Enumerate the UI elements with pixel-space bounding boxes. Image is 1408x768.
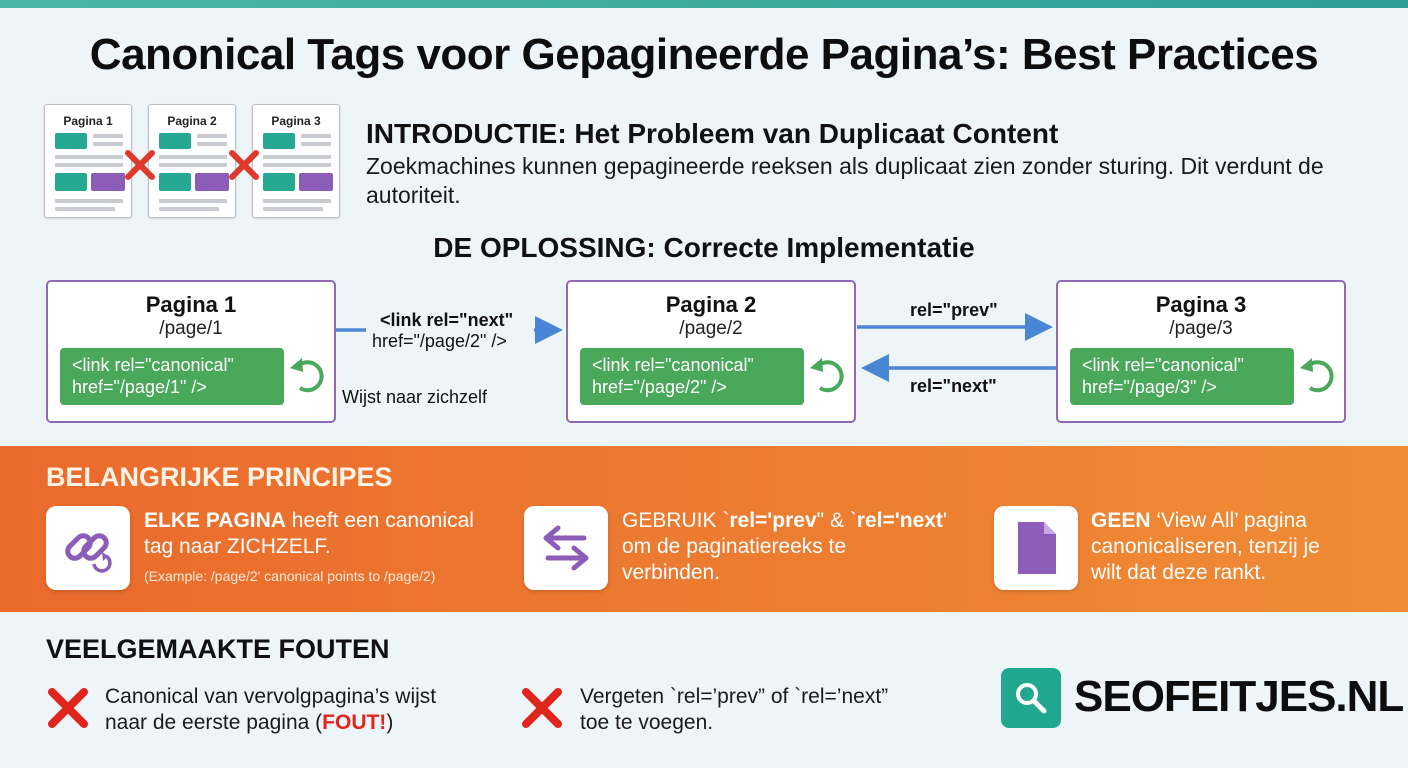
page-box-title: Pagina 3 <box>1155 292 1247 317</box>
principle-text-2: GEBRUIK `rel='prev" & `rel='next' om de … <box>622 508 947 586</box>
brand-name: SEOFEITJES.NL <box>1074 672 1404 721</box>
canonical-line-2: href="/page/1" /> <box>72 377 207 397</box>
principle-bold: GEEN <box>1091 509 1151 532</box>
canonical-line-1: <link rel="canonical" <box>1082 355 1244 375</box>
swap-arrows-icon <box>543 525 589 571</box>
page-box-path: /page/2 <box>679 318 743 339</box>
self-reference-arrow-icon <box>290 358 324 393</box>
page-box-title: Pagina 1 <box>145 292 237 317</box>
error-label: FOUT! <box>322 711 387 734</box>
doc-label: Pagina 3 <box>271 114 321 128</box>
principle-text-3: GEEN ‘View All’ pagina canonicaliseren, … <box>1091 508 1320 586</box>
page-title: Canonical Tags voor Gepagineerde Pagina’… <box>89 30 1319 79</box>
mistake-line: toe te voegen. <box>580 711 714 734</box>
document-icon <box>1018 522 1056 574</box>
link-next-line-2: href="/page/2" /> <box>372 331 507 351</box>
duplicate-x-icon <box>125 150 155 180</box>
page-box-1: Pagina 1 /page/1 <link rel="canonical" h… <box>46 280 336 423</box>
principles-heading: BELANGRIJKE PRINCIPES <box>46 462 393 492</box>
intro-text: Zoekmachines kunnen gepagineerde reeksen… <box>366 153 1324 208</box>
duplicate-x-icon <box>229 150 259 180</box>
top-accent-bar <box>0 0 1408 8</box>
self-reference-arrow-icon <box>1300 358 1334 393</box>
mistake-segment: ) <box>386 711 394 734</box>
principle-segment: " & ` <box>816 509 857 532</box>
mistake-text-2: Vergeten `rel=’prev” of `rel=’next” toe … <box>580 684 888 736</box>
rel-next-label: rel="next" <box>910 376 997 396</box>
search-icon <box>1016 683 1047 714</box>
solution-heading: DE OPLOSSING: Correcte Implementatie <box>433 232 975 263</box>
link-next-line-1: <link rel="next" <box>380 310 514 330</box>
mistakes-heading: VEELGEMAAKTE FOUTEN <box>46 634 390 664</box>
canonical-line-2: href="/page/3" /> <box>1082 377 1217 397</box>
principle-line: heeft een canonical <box>285 509 474 532</box>
principle-tile <box>524 506 608 590</box>
page-box-3: Pagina 3 /page/3 <link rel="canonical" h… <box>1056 280 1346 423</box>
principle-line: ‘View All’ pagina <box>1150 509 1307 532</box>
link-icon <box>65 533 112 573</box>
doc-label: Pagina 1 <box>63 114 113 128</box>
error-x-icon <box>522 688 562 728</box>
principle-bold: rel='next <box>856 509 943 532</box>
principle-text-1: ELKE PAGINA heeft een canonical tag naar… <box>144 508 474 560</box>
rel-prev-label: rel="prev" <box>910 300 998 320</box>
self-reference-arrow-icon <box>810 358 844 393</box>
intro-heading: INTRODUCTIE: Het Probleem van Duplicaat … <box>366 118 1059 149</box>
principle-segment: GEBRUIK ` <box>622 509 730 532</box>
canonical-tag: <link rel="canonical" href="/page/2" /> <box>580 348 804 405</box>
page-box-title: Pagina 2 <box>665 292 757 317</box>
canonical-line-1: <link rel="canonical" <box>72 355 234 375</box>
principle-line: tag naar ZICHZELF. <box>144 535 331 558</box>
mistake-line: Canonical van vervolgpagina’s wijst <box>105 685 437 708</box>
principle-bold: rel='prev <box>729 509 817 532</box>
principle-line: wilt dat deze rankt. <box>1091 561 1267 584</box>
principle-bold: ELKE PAGINA <box>144 509 286 532</box>
principle-segment: ' <box>942 509 947 532</box>
principle-tile <box>994 506 1078 590</box>
principle-example: (Example: /page/2' canonical points to /… <box>144 568 436 584</box>
document-icon: Pagina 2 <box>148 104 236 218</box>
mistake-segment: naar de eerste pagina ( <box>105 711 323 734</box>
canonical-line-1: <link rel="canonical" <box>592 355 754 375</box>
brand-logo <box>1001 668 1061 728</box>
page-box-2: Pagina 2 /page/2 <link rel="canonical" h… <box>566 280 856 423</box>
principle-tile <box>46 506 130 590</box>
principles-section: BELANGRIJKE PRINCIPES ELKE PAGINA heeft … <box>0 446 1408 612</box>
principle-line: verbinden. <box>622 561 721 584</box>
principle-line: om de paginatiereeks te <box>622 535 847 558</box>
page-box-path: /page/3 <box>1169 318 1233 339</box>
document-icon: Pagina 1 <box>44 104 132 218</box>
page-box-path: /page/1 <box>159 318 223 339</box>
canonical-line-2: href="/page/2" /> <box>592 377 727 397</box>
mistake-line: Vergeten `rel=’prev” of `rel=’next” <box>580 685 889 708</box>
error-x-icon <box>48 688 88 728</box>
canonical-tag: <link rel="canonical" href="/page/1" /> <box>60 348 284 405</box>
document-icon: Pagina 3 <box>252 104 340 218</box>
self-reference-label: Wijst naar zichzelf <box>342 387 488 407</box>
mistake-text-1: Canonical van vervolgpagina’s wijst naar… <box>105 684 436 736</box>
canonical-tag: <link rel="canonical" href="/page/3" /> <box>1070 348 1294 405</box>
duplicate-pages-illustration: Pagina 1 Pagina 2 Pagina 3 <box>44 104 344 222</box>
principle-line: canonicaliseren, tenzij je <box>1091 535 1320 558</box>
doc-label: Pagina 2 <box>167 114 217 128</box>
